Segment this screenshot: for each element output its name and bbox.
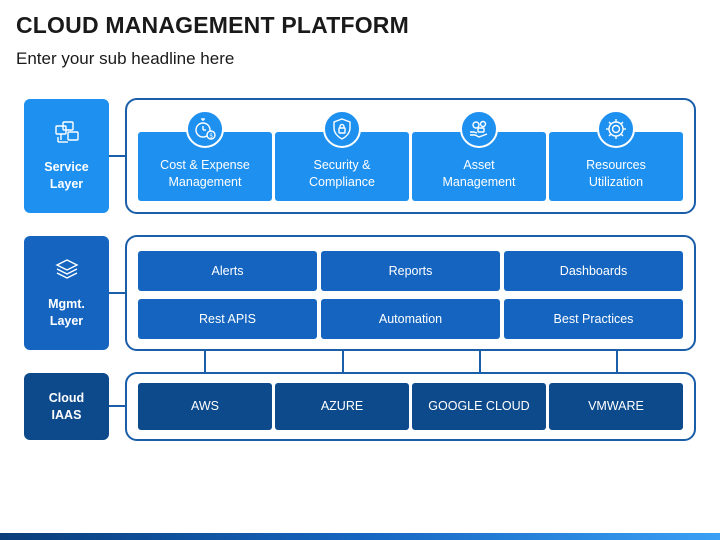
cloud-connector [109, 405, 125, 407]
gear-target-icon [597, 110, 635, 148]
page-title: CLOUD MANAGEMENT PLATFORM [16, 12, 409, 38]
mgmt-item-reports: Reports [321, 251, 500, 291]
mgmt-item-dashboards: Dashboards [504, 251, 683, 291]
network-servers-icon [54, 120, 80, 151]
vertical-connector [479, 351, 481, 373]
mgmt-layer-label: Mgmt. Layer [24, 236, 109, 350]
hand-gears-icon [460, 110, 498, 148]
service-layer-text: Service Layer [44, 159, 89, 191]
service-connector [109, 155, 125, 157]
vertical-connector [204, 351, 206, 373]
cloud-item-aws: AWS [138, 383, 272, 430]
mgmt-layer-text: Mgmt. Layer [48, 296, 85, 328]
mgmt-item-automation: Automation [321, 299, 500, 339]
cloud-item-vmware: VMWARE [549, 383, 683, 430]
cloud-layer-text: Cloud IAAS [48, 390, 85, 422]
shield-lock-icon [323, 110, 361, 148]
page-subtitle: Enter your sub headline here [16, 49, 235, 68]
cloud-layer-label: Cloud IAAS [24, 373, 109, 440]
vertical-connector [342, 351, 344, 373]
stopwatch-dollar-icon: $ [186, 110, 224, 148]
cloud-item-google-cloud: GOOGLE CLOUD [412, 383, 546, 430]
service-layer-label: Service Layer [24, 99, 109, 213]
svg-text:$: $ [209, 133, 213, 140]
mgmt-item-rest-apis: Rest APIS [138, 299, 317, 339]
mgmt-item-best-practices: Best Practices [504, 299, 683, 339]
cloud-item-azure: AZURE [275, 383, 409, 430]
bottom-accent-bar [0, 533, 720, 540]
layers-stack-icon [54, 257, 80, 288]
mgmt-item-alerts: Alerts [138, 251, 317, 291]
mgmt-connector [109, 292, 125, 294]
vertical-connector [616, 351, 618, 373]
